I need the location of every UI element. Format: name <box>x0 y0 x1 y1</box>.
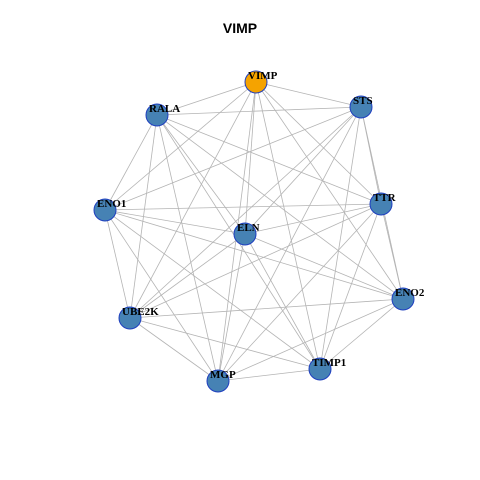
node-circle-rala <box>145 103 169 127</box>
node-timp1: TIMP1 <box>308 357 346 381</box>
node-label-timp1: TIMP1 <box>312 357 346 369</box>
node-eln: ELN <box>233 222 260 246</box>
node-eno2: ENO2 <box>391 287 425 311</box>
edge-sts-mgp <box>217 106 362 382</box>
node-ttr: TTR <box>369 192 397 216</box>
edge-mgp-timp1 <box>217 368 321 382</box>
node-label-eln: ELN <box>237 222 260 234</box>
graph-title: VIMP <box>222 20 258 36</box>
edge-vimp-eln <box>244 81 257 235</box>
edges-layer <box>104 81 404 382</box>
node-label-eno1: ENO1 <box>97 198 126 210</box>
node-label-vimp: VIMP <box>248 70 278 82</box>
edge-rala-ttr <box>156 114 382 205</box>
edge-eln-mgp <box>217 233 246 382</box>
node-circle-mgp <box>206 369 230 393</box>
edge-rala-eno2 <box>156 114 404 300</box>
edge-vimp-eno2 <box>255 81 404 300</box>
node-label-rala: RALA <box>149 103 180 115</box>
edge-rala-eln <box>156 114 246 235</box>
edge-eno1-timp1 <box>104 209 321 370</box>
node-circle-ttr <box>369 192 393 216</box>
node-label-eno2: ENO2 <box>395 287 425 299</box>
edge-eno2-mgp <box>217 298 404 382</box>
node-ube2k: UBE2K <box>118 306 159 330</box>
edge-eln-ube2k <box>129 233 246 319</box>
edge-sts-ube2k <box>129 106 362 319</box>
edge-vimp-sts <box>255 81 362 108</box>
edge-eno1-eln <box>104 209 246 235</box>
edge-sts-rala <box>156 106 362 116</box>
edge-sts-timp1 <box>319 106 362 370</box>
edge-vimp-rala <box>156 81 257 116</box>
edge-sts-eno1 <box>104 106 362 211</box>
edge-ttr-eln <box>244 203 382 235</box>
edge-eno2-ube2k <box>129 298 404 319</box>
edge-vimp-ttr <box>255 81 382 205</box>
edge-eln-timp1 <box>244 233 321 370</box>
node-rala: RALA <box>145 103 180 127</box>
edge-eno2-timp1 <box>319 298 404 370</box>
edge-vimp-eno1 <box>104 81 257 211</box>
edge-ttr-ube2k <box>129 203 382 319</box>
edge-rala-mgp <box>156 114 219 382</box>
node-label-sts: STS <box>353 95 373 107</box>
edge-rala-eno1 <box>104 114 158 211</box>
edge-ube2k-timp1 <box>129 317 321 370</box>
node-label-ttr: TTR <box>373 192 397 204</box>
edge-sts-ttr <box>360 106 382 205</box>
edge-eno1-ube2k <box>104 209 131 319</box>
edge-ttr-eno1 <box>104 203 382 211</box>
node-eno1: ENO1 <box>93 198 126 222</box>
edge-ube2k-mgp <box>129 317 219 382</box>
node-circle-eno2 <box>391 287 415 311</box>
node-circle-ube2k <box>118 306 142 330</box>
node-sts: STS <box>349 95 373 119</box>
edge-vimp-ube2k <box>129 81 257 319</box>
node-circle-timp1 <box>308 357 332 381</box>
node-circle-sts <box>349 95 373 119</box>
node-label-ube2k: UBE2K <box>122 306 159 318</box>
node-vimp: VIMP <box>244 70 278 94</box>
edge-eln-eno2 <box>244 233 404 300</box>
node-label-mgp: MGP <box>210 369 236 381</box>
edge-ttr-eno2 <box>380 203 404 300</box>
edge-eno1-mgp <box>104 209 219 382</box>
node-circle-eln <box>233 222 257 246</box>
edge-eno1-eno2 <box>104 209 404 300</box>
edge-ttr-mgp <box>217 203 382 382</box>
node-circle-eno1 <box>93 198 117 222</box>
edge-ttr-timp1 <box>319 203 382 370</box>
node-circle-vimp <box>244 70 268 94</box>
edge-vimp-timp1 <box>255 81 321 370</box>
edge-sts-eln <box>244 106 362 235</box>
node-mgp: MGP <box>206 369 236 393</box>
